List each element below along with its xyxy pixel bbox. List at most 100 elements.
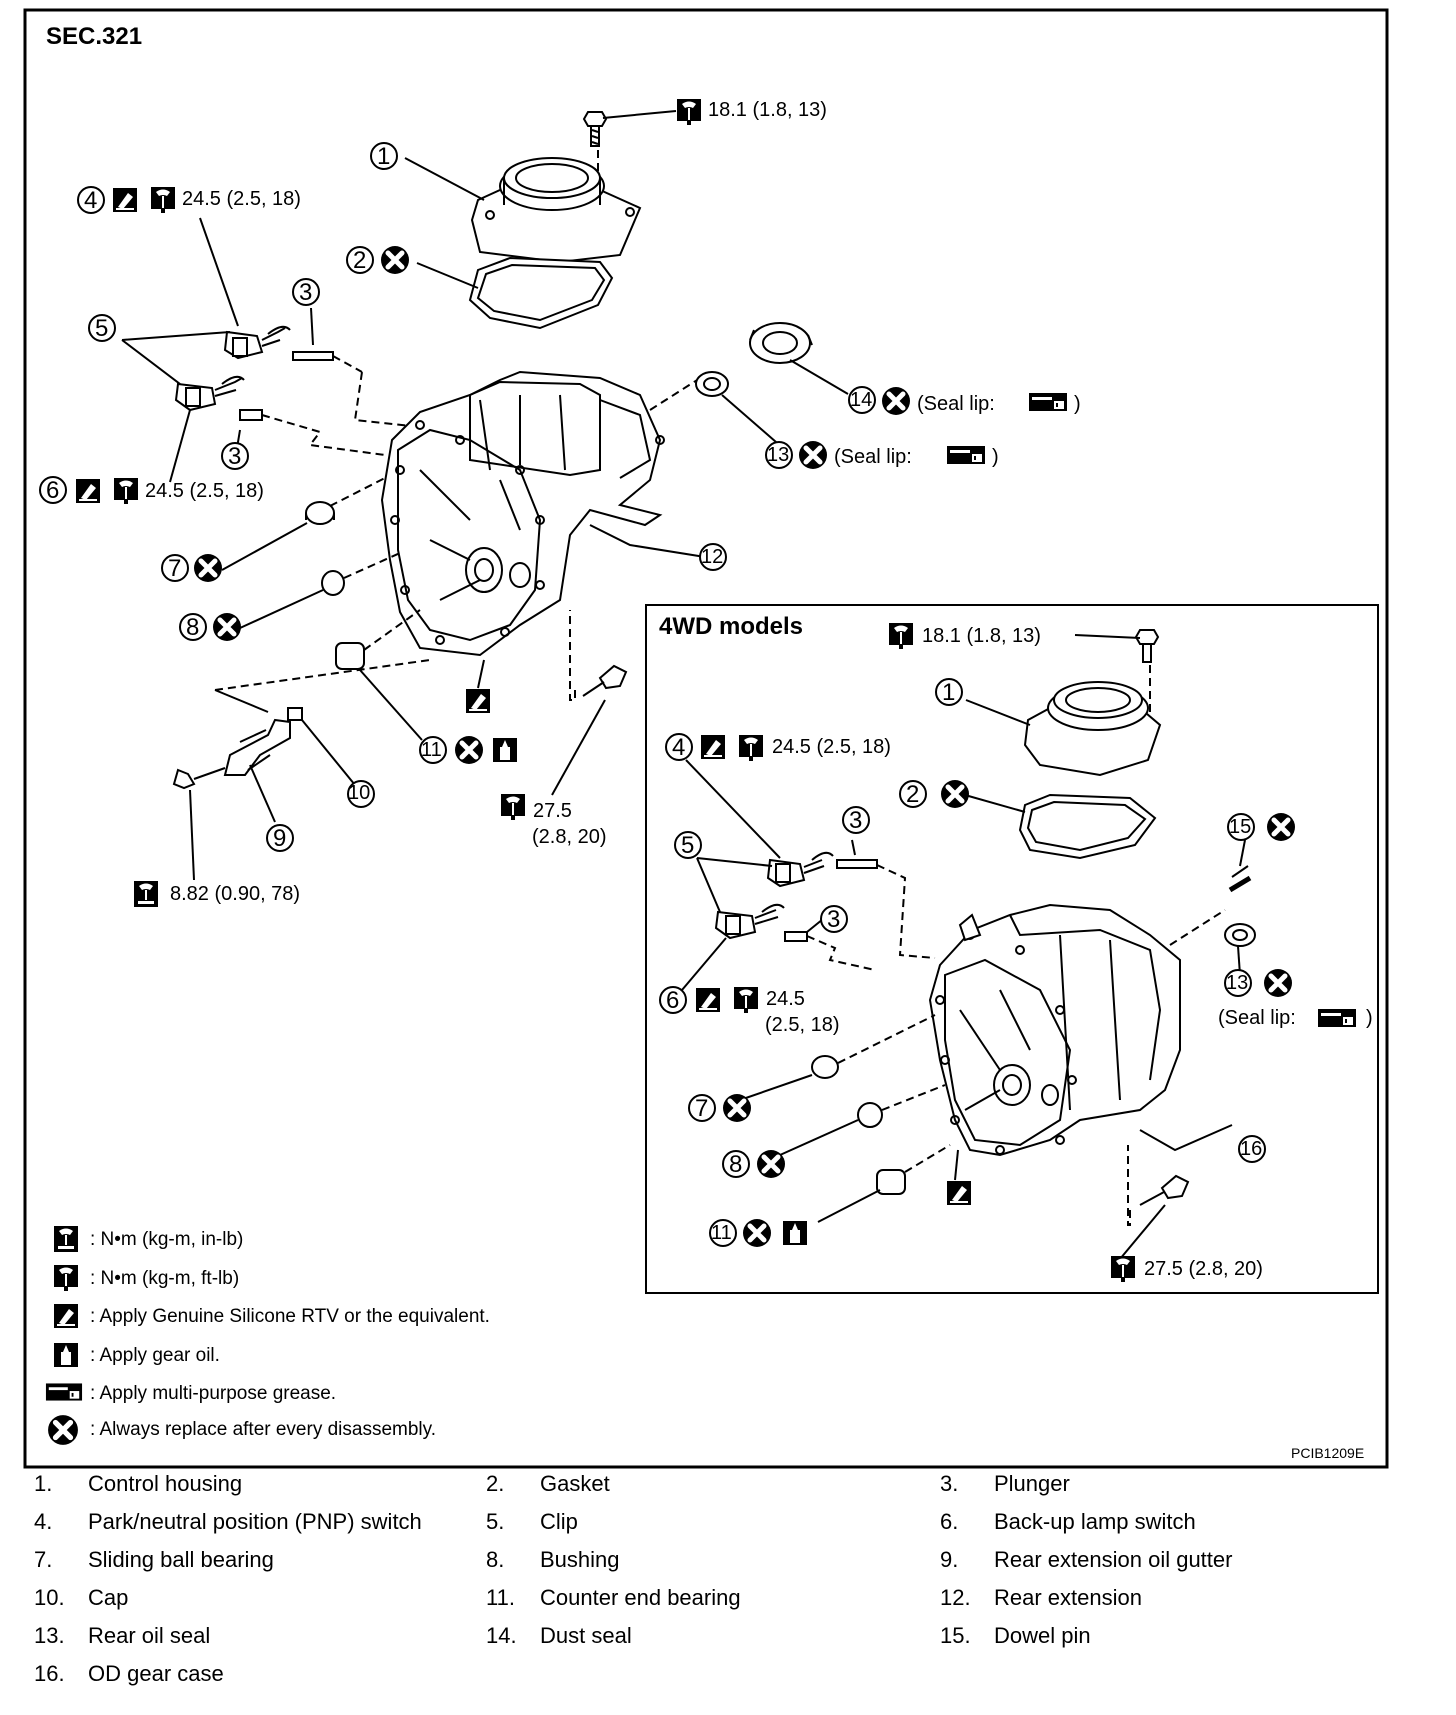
inset-frame	[645, 604, 1379, 1294]
part-name: Sliding ball bearing	[88, 1547, 274, 1572]
torque-top-bolt: 18.1 (1.8, 13)	[708, 99, 827, 121]
inset-torque-rear-bolt: 27.5 (2.8, 20)	[1144, 1258, 1263, 1280]
inset-title: 4WD models	[659, 613, 804, 640]
part-name: Park/neutral position (PNP) switch	[88, 1509, 422, 1534]
inset-callout-8: 8	[729, 1151, 743, 1178]
inset-callout-5: 5	[681, 832, 695, 859]
callout-8: 8	[186, 614, 200, 641]
part-num: 15.	[940, 1623, 971, 1648]
section-label: SEC.321	[46, 23, 143, 50]
inset-torque-pnp: 24.5 (2.5, 18)	[772, 736, 891, 758]
part-name: Cap	[88, 1585, 129, 1610]
callout-12: 12	[701, 546, 724, 568]
main-gasket	[468, 256, 614, 330]
part-num: 3.	[940, 1471, 959, 1496]
inset-seal-lip-13-close: )	[1366, 1007, 1373, 1029]
torque-gutter-bolt: 8.82 (0.90, 78)	[170, 883, 301, 905]
main-callout-circles	[39, 142, 876, 852]
legend-text-4: : Apply gear oil.	[90, 1345, 220, 1366]
inset-callout-11: 11	[711, 1222, 732, 1244]
replace-icon	[48, 1415, 78, 1445]
part-name: Rear extension oil gutter	[994, 1547, 1233, 1572]
part-name: Bushing	[540, 1547, 620, 1572]
inset-callout-3b: 3	[827, 906, 841, 933]
torque-rear-bolt-b: (2.8, 20)	[532, 826, 607, 848]
inset-callout-7: 7	[695, 1095, 709, 1122]
part-num: 7.	[34, 1547, 53, 1572]
callout-2: 2	[353, 247, 367, 274]
legend-icons	[45, 1226, 83, 1445]
callout-3a: 3	[299, 279, 313, 306]
callout-10: 10	[348, 782, 371, 804]
torque-inlb-icon	[54, 1226, 78, 1252]
part-name: Rear oil seal	[88, 1623, 211, 1648]
part-name: Dust seal	[540, 1623, 632, 1648]
inset-torque-backup-b: (2.5, 18)	[765, 1014, 840, 1036]
part-name: Plunger	[994, 1471, 1070, 1496]
part-num: 6.	[940, 1509, 959, 1534]
legend-text-1: : N•m (kg-m, in-lb)	[90, 1229, 244, 1250]
legend-text-6: : Always replace after every disassembly…	[90, 1419, 437, 1440]
figure-code: PCIB1209E	[1291, 1445, 1365, 1461]
part-name: Control housing	[88, 1471, 243, 1496]
part-num: 4.	[34, 1509, 53, 1534]
callout-11: 11	[421, 739, 442, 761]
part-num: 12.	[940, 1585, 971, 1610]
part-name: Dowel pin	[994, 1623, 1091, 1648]
legend-text-2: : N•m (kg-m, ft-lb)	[90, 1268, 240, 1289]
legend-text-5: : Apply multi-purpose grease.	[90, 1383, 337, 1404]
callout-13: 13	[767, 444, 790, 466]
part-num: 11.	[486, 1585, 515, 1610]
torque-pnp: 24.5 (2.5, 18)	[182, 188, 301, 210]
seal-lip-14: (Seal lip:	[834, 446, 912, 468]
callout-9: 9	[273, 825, 287, 852]
part-num: 1.	[34, 1471, 53, 1496]
main-rear-extension-case	[380, 370, 665, 657]
inset-callout-13: 13	[1226, 972, 1249, 994]
grease-icon	[45, 1383, 83, 1401]
part-name: Clip	[540, 1509, 578, 1534]
gear-oil-icon	[54, 1343, 78, 1367]
torque-backup: 24.5 (2.5, 18)	[145, 480, 264, 502]
inset-torque-backup-a: 24.5	[766, 988, 805, 1010]
part-num: 2.	[486, 1471, 505, 1496]
main-rear-oil-seal	[695, 371, 729, 397]
part-name: Gasket	[540, 1471, 610, 1496]
inset-assembly	[681, 629, 1256, 1266]
seal-lip-14-close: )	[992, 446, 999, 468]
main-oil-gutter	[223, 707, 303, 776]
torque-rear-bolt-a: 27.5	[533, 800, 572, 822]
torque-ftlb-icon	[54, 1265, 78, 1291]
legend-text-3: : Apply Genuine Silicone RTV or the equi…	[90, 1306, 490, 1327]
part-name: Back-up lamp switch	[994, 1509, 1196, 1534]
inset-seal-lip-13: (Seal lip:	[1218, 1007, 1296, 1029]
callout-5: 5	[95, 315, 109, 342]
callout-14: 14	[850, 389, 873, 411]
inset-callout-circles	[659, 678, 1266, 1247]
callout-4: 4	[84, 187, 98, 214]
main-assembly	[121, 110, 849, 881]
main-pnp-switch	[223, 325, 291, 360]
control-housing	[470, 157, 642, 264]
inset-callout-2: 2	[906, 781, 920, 808]
part-num: 5.	[486, 1509, 505, 1534]
part-num: 13.	[34, 1623, 65, 1648]
part-num: 8.	[486, 1547, 505, 1572]
part-num: 14.	[486, 1623, 517, 1648]
inset-callout-4: 4	[672, 734, 686, 761]
part-num: 9.	[940, 1547, 959, 1572]
part-num: 16.	[34, 1661, 65, 1686]
part-name: Rear extension	[994, 1585, 1142, 1610]
inset-callout-16: 16	[1240, 1138, 1263, 1160]
rtv-sealant-icon	[54, 1304, 78, 1328]
main-dust-seal	[749, 322, 813, 364]
part-name: Counter end bearing	[540, 1585, 741, 1610]
seal-lip-13: (Seal lip:	[917, 393, 995, 415]
inset-callout-6: 6	[666, 987, 680, 1014]
inset-callout-15: 15	[1229, 816, 1252, 838]
inset-callout-1: 1	[942, 679, 956, 706]
inset-torque-top-bolt: 18.1 (1.8, 13)	[922, 625, 1041, 647]
inset-callout-3a: 3	[849, 807, 863, 834]
